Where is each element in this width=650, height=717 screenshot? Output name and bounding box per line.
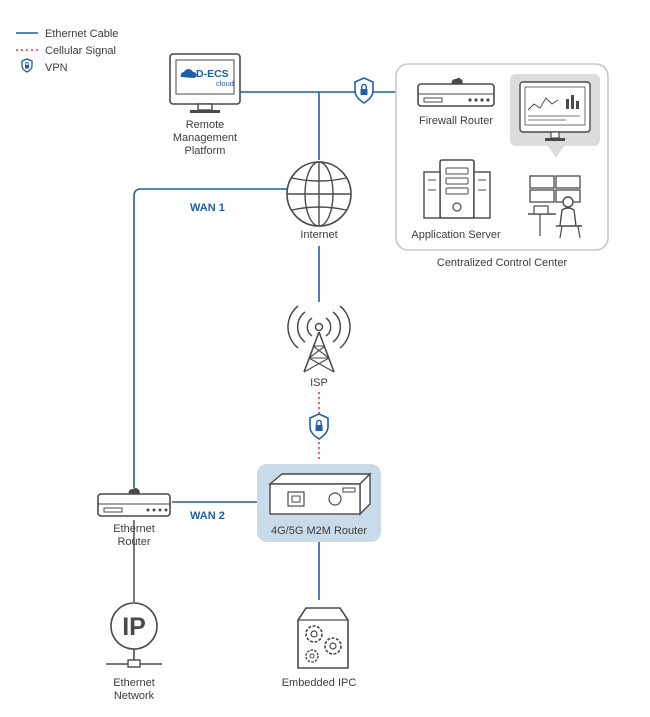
link-wan1 [133,188,288,488]
vpn-shield-icon [309,413,329,440]
ethernet-router-label-line1: Ethernet [113,523,155,535]
m2m-router-node: 4G/5G M2M Router [257,464,381,542]
ethernet-network-label-line2: Network [114,690,155,702]
m2m-router-device-icon [268,472,372,516]
platform-logo-sub: cloud [216,79,234,88]
application-server-label: Application Server [411,229,501,241]
wan2-label: WAN 2 [190,510,225,522]
legend: Ethernet Cable Cellular Signal VPN [16,28,118,74]
ethernet-network-label-line1: Ethernet [113,677,155,689]
legend-vpn-label: VPN [45,62,68,74]
ethernet-router-label-line2: Router [117,536,150,548]
ip-network-icon [106,602,162,668]
operator-workstation-icon [528,175,582,239]
ipc-gears-icon [297,607,349,669]
legend-cellular-label: Cellular Signal [45,45,116,57]
platform-logo-text: D-ECS [196,68,229,80]
control-center-label: Centralized Control Center [437,257,568,269]
cloud-logo-icon [180,69,197,78]
ethernet-router-node: Ethernet Router [97,488,171,548]
internet-label: Internet [300,229,337,241]
wan1-label: WAN 1 [190,202,225,214]
firewall-router-label: Firewall Router [419,115,493,127]
platform-label-line3: Platform [185,145,226,157]
embedded-ipc-label: Embedded IPC [282,677,357,689]
vpn-shield-icon [354,77,374,104]
legend-ethernet-label: Ethernet Cable [45,28,118,40]
internet-node: Internet [286,161,352,241]
legend-vpn-shield-icon [21,58,33,73]
platform-label-line1: Remote [186,119,225,131]
cell-tower-icon [287,305,351,373]
isp-node: ISP [287,305,351,389]
router-device-icon [97,488,171,517]
platform-label-line2: Management [173,132,237,144]
remote-management-platform: D-ECS cloud Remote Management Platform [169,53,241,157]
globe-icon [286,161,352,227]
embedded-ipc-node: Embedded IPC [282,607,357,689]
dashboard-monitor-callout [510,74,600,158]
m2m-router-label: 4G/5G M2M Router [271,525,367,537]
ethernet-network-node: IP Ethernet Network [106,602,162,702]
monitor-icon [169,53,241,113]
server-rack-icon [423,159,491,219]
ip-badge-text: IP [122,613,146,641]
firewall-router-icon [417,78,495,107]
control-center-group: Firewall Router Application Server [395,63,609,251]
isp-label: ISP [310,377,328,389]
